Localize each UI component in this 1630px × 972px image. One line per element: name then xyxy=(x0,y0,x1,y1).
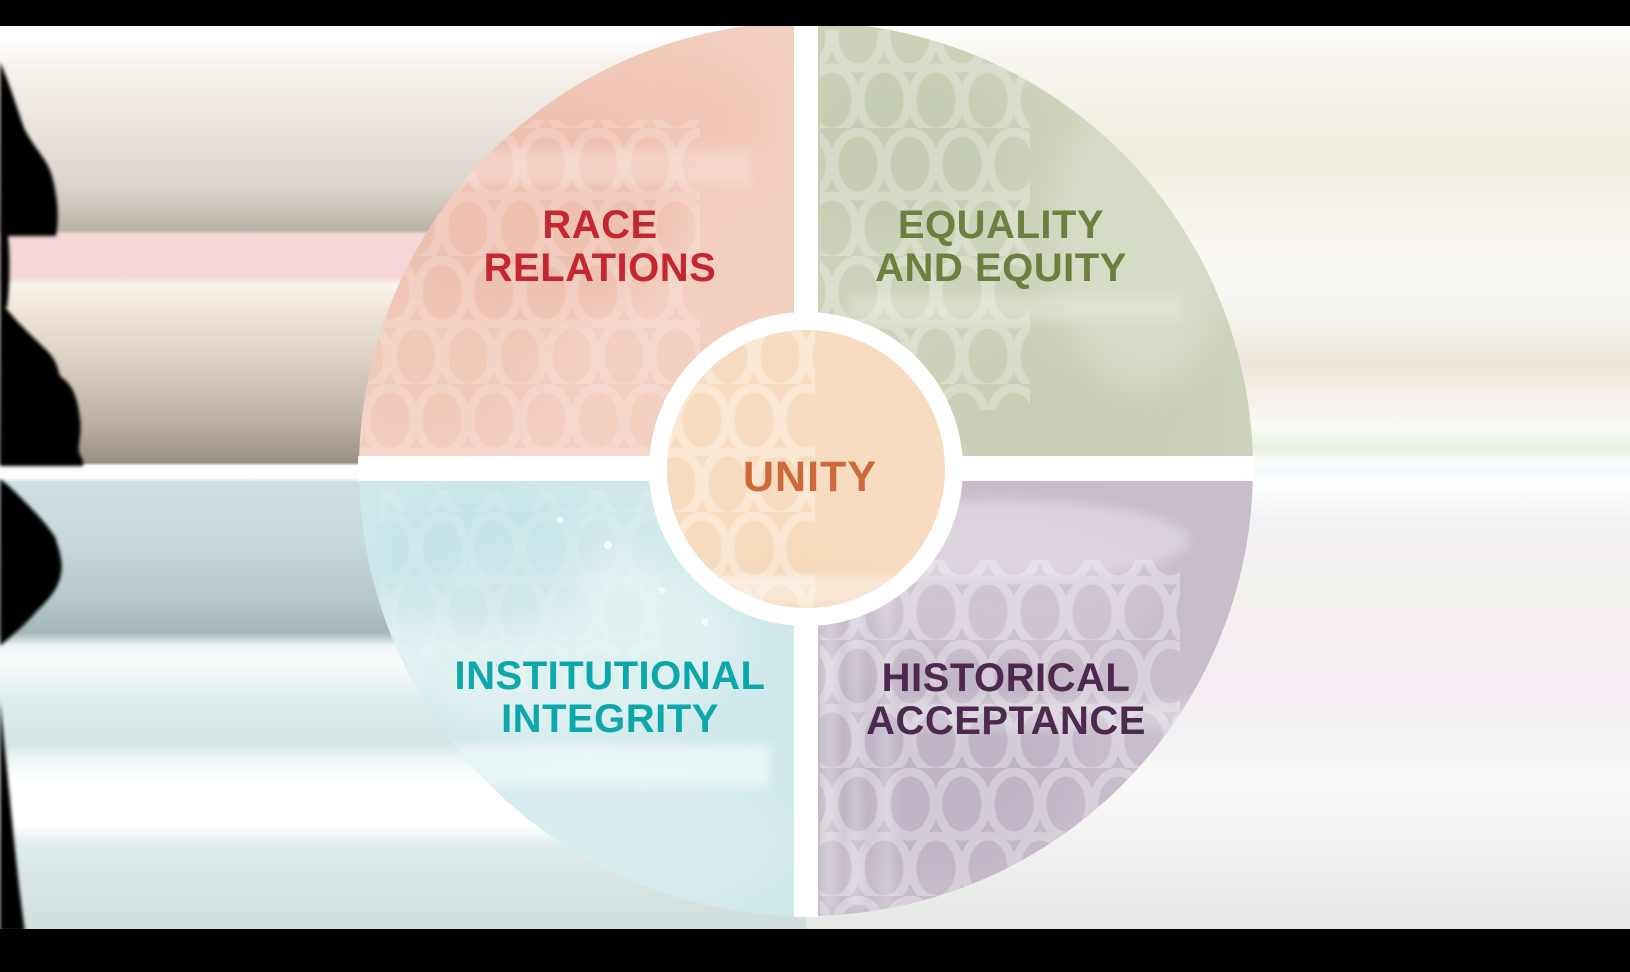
label-historical-acceptance: HISTORICAL ACCEPTANCE xyxy=(866,655,1146,743)
label-unity: UNITY xyxy=(743,452,877,501)
label-institutional-integrity: INSTITUTIONAL INTEGRITY xyxy=(454,653,766,741)
scan-black-blobs-left xyxy=(0,62,84,931)
scan-black-bar-bottom xyxy=(0,929,1630,972)
scan-black-bar-top xyxy=(0,0,1630,26)
label-race-relations: RACE RELATIONS xyxy=(483,202,717,290)
label-equality-and-equity: EQUALITY AND EQUITY xyxy=(875,202,1127,290)
